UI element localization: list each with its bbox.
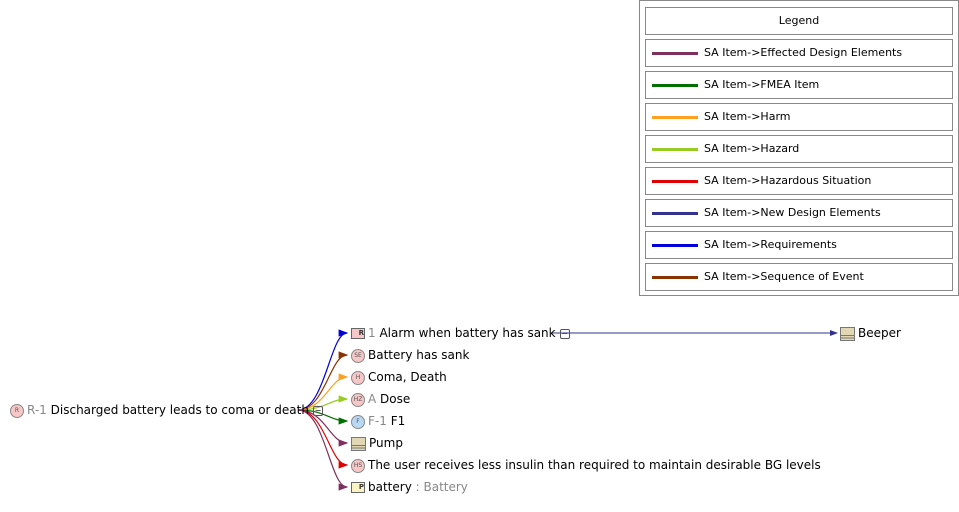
legend-swatch — [652, 84, 698, 87]
legend-item: SA Item->Requirements — [645, 231, 953, 259]
legend-label: SA Item->Hazard — [704, 142, 800, 155]
child-node[interactable]: Pump — [351, 435, 403, 451]
relation-edge — [297, 373, 349, 411]
hs-icon: HS — [351, 458, 365, 473]
legend-label: SA Item->Requirements — [704, 238, 837, 251]
collapse-toggle[interactable]: − — [559, 328, 570, 339]
legend-label: SA Item->FMEA Item — [704, 78, 820, 91]
legend-item: SA Item->Harm — [645, 103, 953, 131]
relation-edge — [297, 329, 349, 411]
beeper-node[interactable]: Beeper — [840, 325, 901, 341]
legend-swatch — [652, 148, 698, 151]
collapse-toggle[interactable]: − — [312, 405, 323, 416]
legend-item: SA Item->Hazardous Situation — [645, 167, 953, 195]
h-icon: H — [351, 370, 365, 385]
r-icon: R — [351, 328, 365, 339]
f-icon: F — [351, 414, 365, 429]
relation-edge — [297, 409, 349, 491]
legend-label: SA Item->Harm — [704, 110, 791, 123]
legend-item: SA Item->Sequence of Event — [645, 263, 953, 291]
legend-label: SA Item->Hazardous Situation — [704, 174, 872, 187]
legend-swatch — [652, 244, 698, 247]
legend-item: SA Item->New Design Elements — [645, 199, 953, 227]
block-icon — [351, 436, 366, 451]
legend-label: SA Item->Sequence of Event — [704, 270, 864, 283]
legend-swatch — [652, 276, 698, 279]
legend-swatch — [652, 180, 698, 183]
hz-icon: HZ — [351, 392, 365, 407]
legend-item: SA Item->Hazard — [645, 135, 953, 163]
legend-swatch — [652, 52, 698, 55]
block-icon — [840, 326, 855, 341]
p-icon: P — [351, 482, 365, 493]
r-icon: R — [10, 403, 24, 418]
se-icon: SE — [351, 348, 365, 363]
legend-label: SA Item->Effected Design Elements — [704, 46, 903, 59]
legend-item: SA Item->Effected Design Elements — [645, 39, 953, 67]
legend-label: SA Item->New Design Elements — [704, 206, 881, 219]
legend-item: SA Item->FMEA Item — [645, 71, 953, 99]
legend-swatch — [652, 212, 698, 215]
legend-title: Legend — [645, 7, 953, 35]
legend-swatch — [652, 116, 698, 119]
